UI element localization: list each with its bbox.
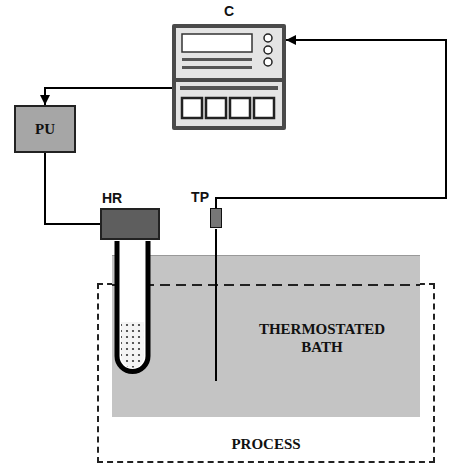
signal-wire [45, 153, 100, 224]
process-boundary: PROCESS THERMOSTATED BATH [97, 283, 435, 463]
part-label: HR [102, 190, 122, 206]
power-unit-box: PU [14, 105, 76, 153]
signal-wire [45, 88, 172, 105]
heater-resistance: HR [100, 208, 160, 240]
controller-illustration [172, 24, 286, 130]
temperature-probe: TP [210, 208, 222, 228]
part-label: TP [191, 189, 209, 205]
part-label: C [172, 3, 286, 19]
part-label: PU [35, 121, 55, 138]
thermostated-bath: THERMOSTATED BATH [112, 255, 420, 417]
region-label: PROCESS [99, 436, 433, 453]
region-label: THERMOSTATED BATH [242, 320, 402, 356]
controller-unit: C [172, 24, 286, 130]
